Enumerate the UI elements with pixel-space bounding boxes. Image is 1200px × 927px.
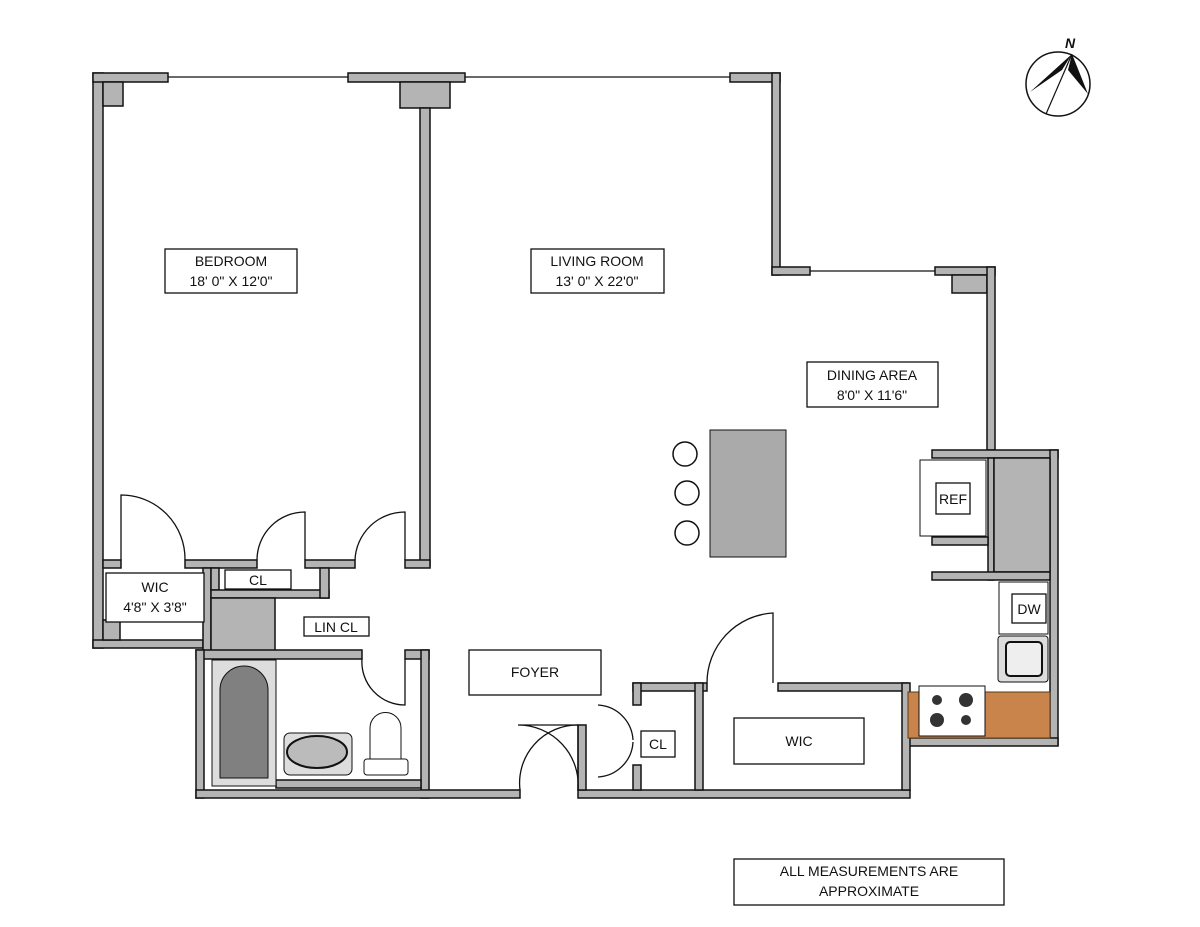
foyer-label: FOYER bbox=[511, 664, 559, 680]
refrigerator-label: REF bbox=[939, 491, 967, 507]
compass-north-label: N bbox=[1065, 35, 1076, 51]
wic-bedroom-size: 4'8" X 3'8" bbox=[123, 599, 187, 615]
bedroom-size: 18' 0" X 12'0" bbox=[189, 273, 272, 289]
dining-area-label: DINING AREA bbox=[827, 367, 918, 383]
stools bbox=[672, 441, 700, 546]
note-line1: ALL MEASUREMENTS ARE bbox=[780, 863, 958, 879]
wic-foyer-label: WIC bbox=[785, 733, 812, 749]
bedroom-label: BEDROOM bbox=[195, 253, 267, 269]
compass-icon: N bbox=[1025, 35, 1091, 117]
walls bbox=[92, 72, 1059, 799]
kitchen-island bbox=[709, 429, 787, 558]
wic-bedroom-label: WIC bbox=[141, 579, 168, 595]
closet-bedroom-label: CL bbox=[249, 572, 267, 588]
kitchen-sink bbox=[997, 635, 1049, 683]
sink bbox=[283, 732, 353, 776]
dishwasher-label: DW bbox=[1017, 601, 1041, 617]
doors bbox=[120, 494, 774, 791]
bathtub bbox=[211, 659, 277, 787]
closet-foyer-label: CL bbox=[649, 736, 667, 752]
linen-closet-label: LIN CL bbox=[314, 619, 358, 635]
note-line2: APPROXIMATE bbox=[819, 883, 919, 899]
toilet bbox=[363, 712, 409, 776]
living-room-label: LIVING ROOM bbox=[550, 253, 643, 269]
windows bbox=[168, 76, 935, 272]
dining-area-size: 8'0" X 11'6" bbox=[837, 387, 907, 403]
stove bbox=[918, 685, 986, 737]
living-room-size: 13' 0" X 22'0" bbox=[555, 273, 638, 289]
